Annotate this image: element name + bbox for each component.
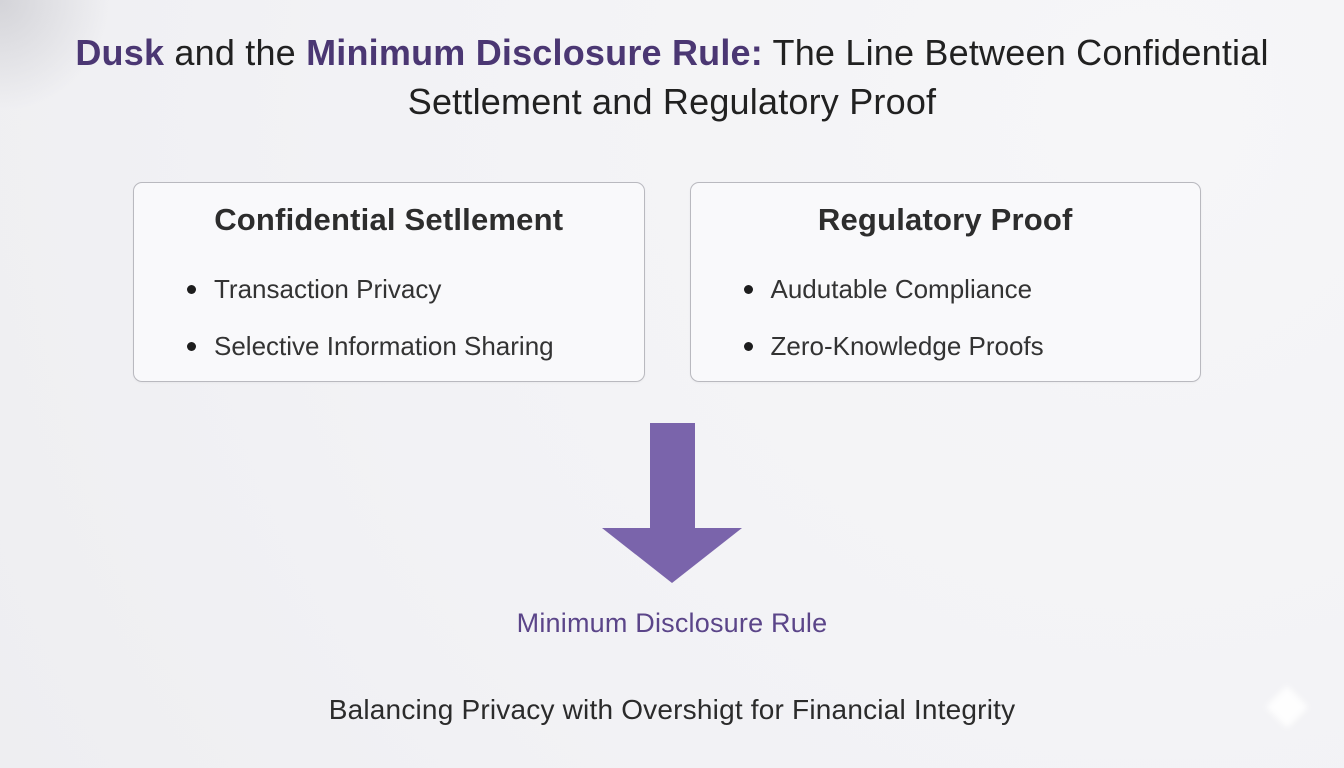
minimum-disclosure-rule-label: Minimum Disclosure Rule	[516, 608, 828, 638]
bullet-text: Transaction Privacy	[214, 274, 442, 304]
card-bullet-list: Audutable Compliance Zero-Knowledge Proo…	[691, 269, 1201, 366]
comparison-boxes-row: Confidential Setllement Transaction Priv…	[133, 182, 1201, 382]
card-heading: Regulatory Proof	[817, 202, 1073, 237]
bullet-text: Audutable Compliance	[770, 274, 1033, 304]
card-confidential-settlement: Confidential Setllement Transaction Priv…	[133, 182, 645, 382]
list-item: Audutable Compliance	[743, 269, 1201, 309]
slide-title: Dusk and the Minimum Disclosure Rule: Th…	[0, 28, 1344, 126]
bullet-dot-icon	[743, 284, 753, 294]
footer-tagline: Balancing Privacy with Overshigt for Fin…	[328, 694, 1016, 725]
bullet-dot-icon	[187, 284, 196, 294]
bullet-text: Zero-Knowledge Proofs	[770, 331, 1044, 361]
down-arrow-icon	[602, 423, 742, 583]
title-plain-1: and the	[164, 32, 307, 73]
list-item: Transaction Privacy	[187, 269, 644, 309]
title-plain-2: The Line Between Confidential Settlement…	[407, 32, 1269, 122]
title-accent-dusk: Dusk	[75, 32, 165, 73]
card-regulatory-proof: Regulatory Proof Audutable Compliance Ze…	[689, 182, 1201, 382]
list-item: Selective Information Sharing	[187, 326, 644, 366]
list-item: Zero-Knowledge Proofs	[743, 326, 1201, 366]
card-bullet-list: Transaction Privacy Selective Informatio…	[134, 269, 644, 366]
bullet-text: Selective Information Sharing	[214, 331, 554, 361]
bullet-dot-icon	[743, 341, 753, 351]
bullet-dot-icon	[187, 341, 196, 351]
card-heading: Confidential Setllement	[214, 202, 564, 237]
title-accent-mdr: Minimum Disclosure Rule:	[306, 32, 763, 73]
